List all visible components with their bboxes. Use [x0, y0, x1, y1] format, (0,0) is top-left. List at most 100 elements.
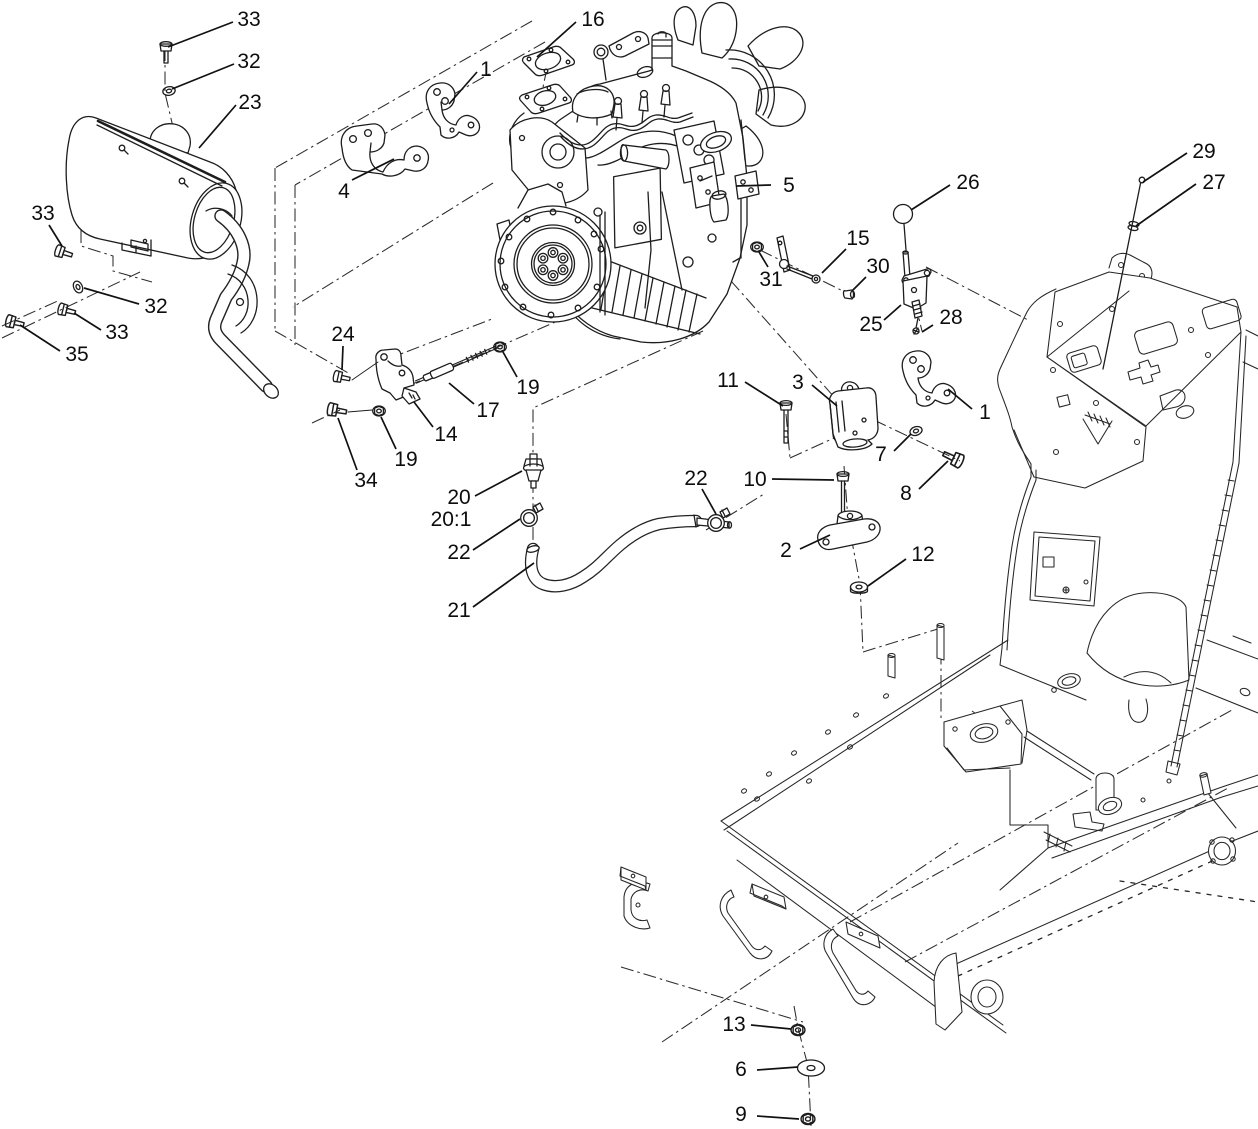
frame-chassis-shape: [858, 931, 864, 937]
linkage-cluster: [325, 341, 507, 420]
frame-chassis-shape: [1209, 839, 1215, 845]
frame-chassis-shape: [1062, 586, 1070, 594]
frame-chassis-shape: [1061, 676, 1077, 686]
frame-chassis-shape: [1043, 831, 1073, 853]
linkage-cluster-shape: [351, 361, 379, 381]
phantom-lines-shape: [714, 262, 844, 408]
frame-chassis-shape: [970, 979, 1004, 1015]
phantom-lines-shape: [292, 182, 494, 308]
linkage-cluster-shape: [347, 409, 373, 413]
frame-chassis-shape: [1175, 405, 1195, 419]
muffler-shape: [231, 264, 258, 334]
throttle-link-shape: [813, 276, 819, 282]
muffler-shape: [96, 124, 223, 187]
frame-chassis-shape: [1166, 778, 1172, 784]
bracket-1-right-shape: [901, 350, 957, 407]
bottom-fasteners-shape: [800, 1112, 816, 1126]
engine-assembly-shape: [602, 58, 607, 81]
muffler-fasteners-shape: [159, 41, 173, 47]
callout-1: 1: [480, 58, 492, 81]
leader-line-4: [351, 158, 395, 181]
engine-mount-parts-shape: [783, 409, 789, 444]
bracket-1-right-shape: [943, 389, 951, 397]
leader-line-13: [750, 1024, 792, 1030]
frame-chassis-shape: [1176, 335, 1247, 768]
fuel-line-parts-shape: [693, 514, 697, 528]
frame-chassis-shape: [1057, 673, 1081, 689]
bracket-1-top-shape: [449, 127, 455, 133]
bracket-1-top-shape: [441, 97, 449, 105]
throttle-link-shape: [778, 258, 790, 270]
frame-chassis-shape: [1056, 320, 1064, 328]
linkage-cluster-shape-shape: [429, 362, 455, 379]
callout-33: 33: [105, 321, 128, 344]
engine-assembly-shape: [596, 47, 606, 57]
throttle-lever-shape: [902, 250, 909, 255]
callout-30: 30: [866, 255, 889, 278]
callout-33: 33: [237, 8, 260, 31]
flywheel-hub-bolts: [537, 247, 569, 281]
leader-line-16: [536, 21, 577, 58]
frame-chassis-shape: [1083, 579, 1089, 585]
bracket-1-top-shape: [467, 121, 475, 129]
engine-assembly-shape: [682, 256, 694, 268]
engine-assembly-shape: [709, 193, 729, 223]
leader-line-22: [472, 518, 521, 551]
flywheel-bolts-shape: [549, 208, 557, 216]
frame-chassis-shape: [1009, 769, 1049, 849]
engine-assembly-shape: [559, 112, 693, 146]
engine-assembly-shape: [560, 116, 694, 150]
engine-assembly-shape: [518, 83, 573, 115]
engine-assembly-shape: [533, 89, 557, 107]
flywheel-bolts-shape: [519, 303, 527, 311]
muffler-shape: [263, 383, 279, 399]
gasket-shape: [534, 51, 562, 71]
callout-22: 22: [447, 541, 470, 564]
frame-chassis-shape: [1204, 351, 1212, 359]
leader-line-7: [893, 433, 912, 452]
bracket-4-shape: [340, 123, 430, 177]
frame-chassis-shape: [1159, 389, 1186, 411]
flywheel-shape: [530, 241, 576, 287]
frame-chassis-shape: [749, 883, 787, 910]
frame-chassis-shape-shape: [1066, 345, 1102, 373]
callout-2: 2: [780, 539, 792, 562]
cooling-fins-shape: [655, 281, 665, 325]
phantom-lines-shape: [274, 330, 351, 375]
leader-line-33: [48, 224, 63, 247]
frame-chassis-shape: [1201, 298, 1242, 330]
engine-assembly-shape: [546, 85, 552, 91]
frame-chassis-shape: [791, 750, 797, 756]
gasket-shape: [548, 47, 554, 53]
frame-chassis-shape: [1046, 271, 1242, 427]
phantom-lines-shape: [661, 842, 959, 1043]
frame-chassis: [619, 252, 1258, 1034]
frame-chassis-shape: [1023, 736, 1092, 781]
injectors-shape: [660, 90, 671, 118]
frame-chassis-shape: [1242, 329, 1258, 370]
engine-mount-parts-shape: [822, 538, 830, 546]
engine-assembly-shape: [556, 181, 564, 189]
engine-assembly-shape: [615, 43, 623, 51]
engine-assembly-shape: [633, 221, 647, 235]
flywheel-hub-bolts-shape: [547, 270, 559, 281]
phantom-lines-shape: [274, 20, 533, 169]
leader-line-21: [472, 562, 535, 608]
frame-chassis-shape: [825, 729, 831, 735]
frame-chassis-shape: [1134, 321, 1178, 355]
leader-line-27: [1135, 183, 1197, 227]
frame-chassis-shape: [1195, 687, 1258, 714]
leader-line-33: [73, 312, 102, 331]
callout-4: 4: [338, 180, 350, 203]
callout-5: 5: [783, 174, 795, 197]
callout-9: 9: [735, 1103, 747, 1126]
frame-chassis-shape: [1102, 800, 1118, 812]
engine-assembly-shape: [549, 143, 567, 161]
callout-19: 19: [516, 376, 539, 399]
bracket-1-top: [425, 82, 481, 139]
fuel-line-parts-shape: [709, 516, 723, 530]
fuel-line-parts-shape: [721, 509, 726, 517]
muffler-fasteners-shape: [70, 278, 86, 296]
flywheel-hub-bolts-shape: [547, 247, 559, 258]
